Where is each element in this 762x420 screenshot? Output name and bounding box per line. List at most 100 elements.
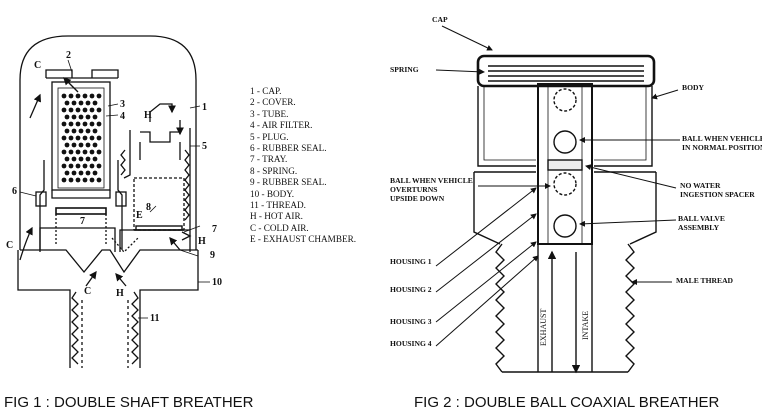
label-male-thread: MALE THREAD xyxy=(676,276,734,285)
filter-granule xyxy=(92,156,98,162)
cap-outline xyxy=(19,35,197,250)
filter-granule xyxy=(89,149,95,155)
callout-7-right: 7 xyxy=(212,224,217,235)
filter-granule xyxy=(89,177,95,183)
label-ball-overturn-2: OVERTURNS xyxy=(390,185,437,194)
plug xyxy=(140,131,180,143)
filter-granule xyxy=(64,128,70,134)
callout-8: 8 xyxy=(146,202,151,213)
filter-granule xyxy=(75,93,81,99)
legend-item: 1 - CAP. xyxy=(250,86,282,96)
filter-granule xyxy=(85,156,91,162)
label-housing-1: HOUSING 1 xyxy=(390,257,432,266)
filter-granule xyxy=(75,163,81,169)
filter-granule xyxy=(96,149,102,155)
legend-item: H - HOT AIR. xyxy=(250,211,303,222)
label-housing-3: HOUSING 3 xyxy=(390,317,432,326)
filter-granule xyxy=(75,121,81,127)
tray-left xyxy=(55,207,107,215)
filter-granule xyxy=(96,177,102,183)
callout-6: 6 xyxy=(12,186,17,197)
filter-granule xyxy=(89,93,95,99)
filter-granule xyxy=(61,163,67,169)
legend-item: C - COLD AIR. xyxy=(250,222,309,233)
filter-granule xyxy=(82,107,88,113)
callout-3: 3 xyxy=(120,99,125,110)
legend-item: 9 - RUBBER SEAL. xyxy=(250,177,327,188)
fig2-caption: FIG 2 : DOUBLE BALL COAXIAL BREATHER xyxy=(414,394,720,411)
cover xyxy=(45,69,119,78)
ball-overturn xyxy=(553,172,577,196)
label-ball-overturn-3: UPSIDE DOWN xyxy=(390,194,445,203)
legend-item: 10 - BODY. xyxy=(250,188,294,199)
legend-item: 5 - PLUG. xyxy=(250,131,289,142)
callout-e: E xyxy=(136,210,143,221)
filter-granule xyxy=(82,93,88,99)
filter-granule xyxy=(71,128,77,134)
legend-item: 4 - AIR FILTER. xyxy=(250,120,313,131)
filter-granule xyxy=(92,142,98,148)
callout-2: 2 xyxy=(66,50,71,61)
filter-granule xyxy=(71,142,77,148)
exhaust-chamber xyxy=(133,177,185,231)
filter-granule xyxy=(89,163,95,169)
callout-9: 9 xyxy=(210,250,215,261)
callout-c-bottom: C xyxy=(84,286,91,297)
label-spring: SPRING xyxy=(390,65,419,74)
filter-granule xyxy=(71,114,77,120)
thread-left xyxy=(71,291,79,365)
callout-11: 11 xyxy=(150,313,159,324)
body-outline xyxy=(477,86,653,167)
filter-granule xyxy=(96,135,102,141)
label-ball-normal-2: IN NORMAL POSITION xyxy=(682,143,762,152)
label-valve-2: ASSEMBLY xyxy=(678,223,720,232)
callout-h-top: H xyxy=(144,110,152,121)
filter-granule xyxy=(78,142,84,148)
filter-granule xyxy=(92,128,98,134)
filter-granule xyxy=(78,128,84,134)
filter-granule xyxy=(85,142,91,148)
male-thread-right xyxy=(625,243,635,373)
filter-granule xyxy=(68,107,74,113)
filter-granule xyxy=(96,93,102,99)
cap-body xyxy=(476,54,656,88)
body-outline xyxy=(17,250,71,368)
double-ball-coaxial-breather-drawing: CAP SPRING BODY BALL WHEN VEHICLE IN NOR… xyxy=(390,15,762,374)
filter-granule xyxy=(75,135,81,141)
label-housing-2: HOUSING 2 xyxy=(390,285,432,294)
callout-4: 4 xyxy=(120,111,125,122)
filter-granule xyxy=(82,177,88,183)
filter-granule xyxy=(64,142,70,148)
label-intake: INTAKE xyxy=(581,311,590,340)
filter-granule xyxy=(78,156,84,162)
filter-granule xyxy=(64,114,70,120)
filter-granule xyxy=(85,128,91,134)
label-spacer-2: INGESTION SPACER xyxy=(680,190,755,199)
filter-granule xyxy=(92,100,98,106)
filter-granule xyxy=(68,149,74,155)
label-ball-overturn-1: BALL WHEN VEHICLE xyxy=(390,176,473,185)
filter-granule xyxy=(71,156,77,162)
filter-granule xyxy=(68,177,74,183)
label-cap: CAP xyxy=(432,15,448,24)
filter-granule xyxy=(78,170,84,176)
filter-granule xyxy=(71,170,77,176)
fig1-legend: 1 - CAP.2 - COVER.3 - TUBE.4 - AIR FILTE… xyxy=(250,86,356,246)
filter-granule xyxy=(61,149,67,155)
callout-10: 10 xyxy=(212,277,222,288)
tube xyxy=(51,81,111,191)
male-thread-left xyxy=(495,243,505,373)
filter-granule xyxy=(61,107,67,113)
figure-1: 2 1 3 4 5 6 7 7 8 9 10 11 C C C H H H E … xyxy=(0,0,380,390)
filter-granule xyxy=(75,149,81,155)
legend-item: 8 - SPRING. xyxy=(250,165,298,176)
filter-granule xyxy=(89,135,95,141)
filter-granule xyxy=(64,170,70,176)
label-housing-4: HOUSING 4 xyxy=(390,339,432,348)
filter-granule xyxy=(85,100,91,106)
filter-granule xyxy=(75,107,81,113)
filter-granule xyxy=(96,107,102,113)
filter-granule xyxy=(61,177,67,183)
filter-granule xyxy=(96,163,102,169)
filter-granule xyxy=(68,135,74,141)
